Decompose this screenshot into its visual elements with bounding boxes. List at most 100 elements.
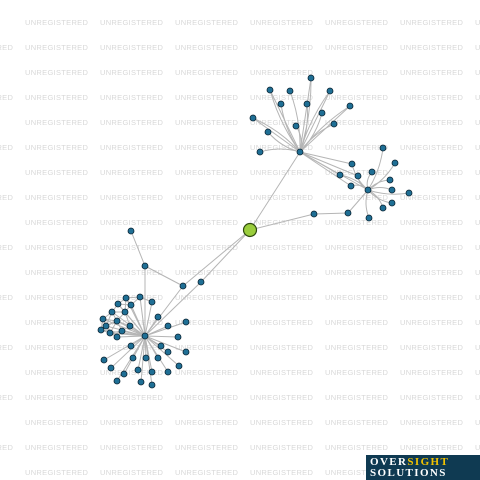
node-c22[interactable] [127, 342, 135, 350]
watermark-text: UNREGISTERED [25, 418, 89, 427]
node-a10[interactable] [264, 128, 272, 136]
node-c37[interactable] [148, 381, 156, 389]
node-a12[interactable] [330, 120, 338, 128]
edge-hubB-b9 [367, 189, 410, 195]
watermark-text: UNREGISTERED [475, 43, 480, 52]
node-a9[interactable] [318, 109, 326, 117]
node-c36[interactable] [137, 378, 145, 386]
watermark-text: UNREGISTERED [325, 343, 389, 352]
node-d1[interactable] [310, 210, 318, 218]
node-b3[interactable] [391, 159, 399, 167]
node-a5[interactable] [249, 114, 257, 122]
watermark-text: UNREGISTERED [400, 118, 464, 127]
watermark-text: UNREGISTERED [175, 368, 239, 377]
node-c7[interactable] [108, 308, 116, 316]
node-c11[interactable] [113, 317, 121, 325]
node-c19[interactable] [113, 333, 121, 341]
node-c33[interactable] [148, 368, 156, 376]
node-b2[interactable] [348, 160, 356, 168]
node-c6[interactable] [127, 301, 135, 309]
node-c26[interactable] [142, 354, 150, 362]
node-b10[interactable] [388, 186, 396, 194]
node-c27[interactable] [154, 354, 162, 362]
node-c29[interactable] [107, 364, 115, 372]
node-c23[interactable] [164, 348, 172, 356]
watermark-text: UNREGISTERED [400, 418, 464, 427]
watermark-text: UNREGISTERED [250, 68, 314, 77]
node-c1[interactable] [197, 278, 205, 286]
node-c14[interactable] [126, 322, 134, 330]
node-a8[interactable] [346, 102, 354, 110]
node-c24[interactable] [182, 348, 190, 356]
watermark-text: UNREGISTERED [0, 393, 14, 402]
edge-hubA-b6 [299, 151, 359, 177]
node-b12[interactable] [379, 204, 387, 212]
node-a6[interactable] [277, 100, 285, 108]
node-a4[interactable] [326, 87, 334, 95]
edge-d1-b14 [313, 212, 349, 215]
node-d3[interactable] [179, 282, 187, 290]
node-b9[interactable] [405, 189, 413, 197]
node-a3[interactable] [286, 87, 294, 95]
node-b7[interactable] [347, 182, 355, 190]
node-c20[interactable] [174, 333, 182, 341]
watermark-text: UNREGISTERED [475, 168, 480, 177]
node-c4[interactable] [122, 294, 130, 302]
node-b4[interactable] [368, 168, 376, 176]
node-c17[interactable] [118, 327, 126, 335]
node-c10[interactable] [154, 313, 162, 321]
watermark-text: UNREGISTERED [250, 393, 314, 402]
watermark-text: UNREGISTERED [100, 468, 164, 477]
edge-d3-hubD [144, 265, 184, 287]
node-b11[interactable] [388, 199, 396, 207]
node-c32[interactable] [164, 368, 172, 376]
node-hubC[interactable] [141, 332, 149, 340]
node-a13[interactable] [256, 148, 264, 156]
node-a2[interactable] [266, 86, 274, 94]
watermark-text: UNREGISTERED [175, 418, 239, 427]
edge-hubA-a5 [252, 117, 301, 153]
node-b8[interactable] [386, 176, 394, 184]
node-a7[interactable] [303, 100, 311, 108]
center-node[interactable] [242, 222, 258, 238]
node-c30[interactable] [134, 366, 142, 374]
watermark-text: UNREGISTERED [475, 418, 480, 427]
node-hubD[interactable] [141, 262, 149, 270]
node-b14[interactable] [344, 209, 352, 217]
node-c12[interactable] [102, 322, 110, 330]
node-c21[interactable] [157, 342, 165, 350]
node-c2[interactable] [136, 293, 144, 301]
node-c35[interactable] [113, 377, 121, 385]
node-c3[interactable] [148, 298, 156, 306]
watermark-text: UNREGISTERED [25, 368, 89, 377]
node-b5[interactable] [336, 171, 344, 179]
node-c13[interactable] [97, 326, 105, 334]
watermark-text: UNREGISTERED [100, 118, 164, 127]
edge-center-c1 [200, 229, 251, 283]
node-c18[interactable] [182, 318, 190, 326]
watermark-text: UNREGISTERED [325, 168, 389, 177]
node-a1[interactable] [307, 74, 315, 82]
node-c15[interactable] [164, 322, 172, 330]
node-b13[interactable] [365, 214, 373, 222]
edge-hubC-c3 [144, 301, 153, 337]
node-c5[interactable] [114, 300, 122, 308]
node-c28[interactable] [129, 354, 137, 362]
edge-hubC-c32 [144, 335, 169, 373]
watermark-text: UNREGISTERED [0, 43, 14, 52]
node-c8[interactable] [99, 315, 107, 323]
node-d2[interactable] [127, 227, 135, 235]
node-hubA[interactable] [296, 148, 304, 156]
node-b1[interactable] [379, 144, 387, 152]
node-c25[interactable] [100, 356, 108, 364]
node-c34[interactable] [120, 370, 128, 378]
node-c31[interactable] [175, 362, 183, 370]
node-a11[interactable] [292, 122, 300, 130]
node-c9[interactable] [121, 308, 129, 316]
watermark-text: UNREGISTERED [100, 243, 164, 252]
node-b6[interactable] [354, 172, 362, 180]
node-hubB[interactable] [364, 186, 372, 194]
watermark-text: UNREGISTERED [400, 268, 464, 277]
edge-d3-hubC [144, 285, 184, 337]
node-c16[interactable] [106, 329, 114, 337]
